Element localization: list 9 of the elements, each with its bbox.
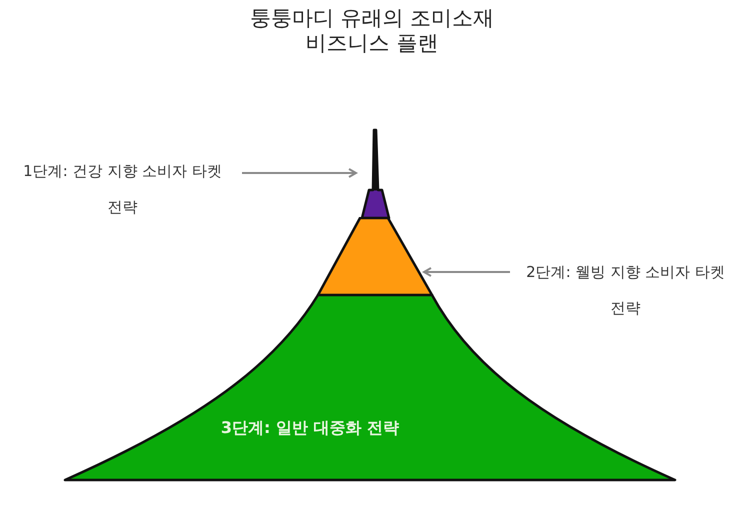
- band-label: 3단계: 일반 대중화 전략: [220, 418, 400, 439]
- title: 퉁퉁마디 유래의 조미소재 비즈니스 플랜: [248, 6, 496, 56]
- stage-label: 1단계: 건강 지향 소비자 타켓 전략: [15, 153, 230, 225]
- stage-label: 2단계: 웰빙 지향 소비자 타켓 전략: [518, 254, 733, 326]
- arrow: [242, 168, 357, 178]
- mountain-band: [358, 128, 391, 219]
- mountain-band: [316, 217, 434, 297]
- arrow: [423, 267, 510, 277]
- mountain-band: [62, 294, 678, 482]
